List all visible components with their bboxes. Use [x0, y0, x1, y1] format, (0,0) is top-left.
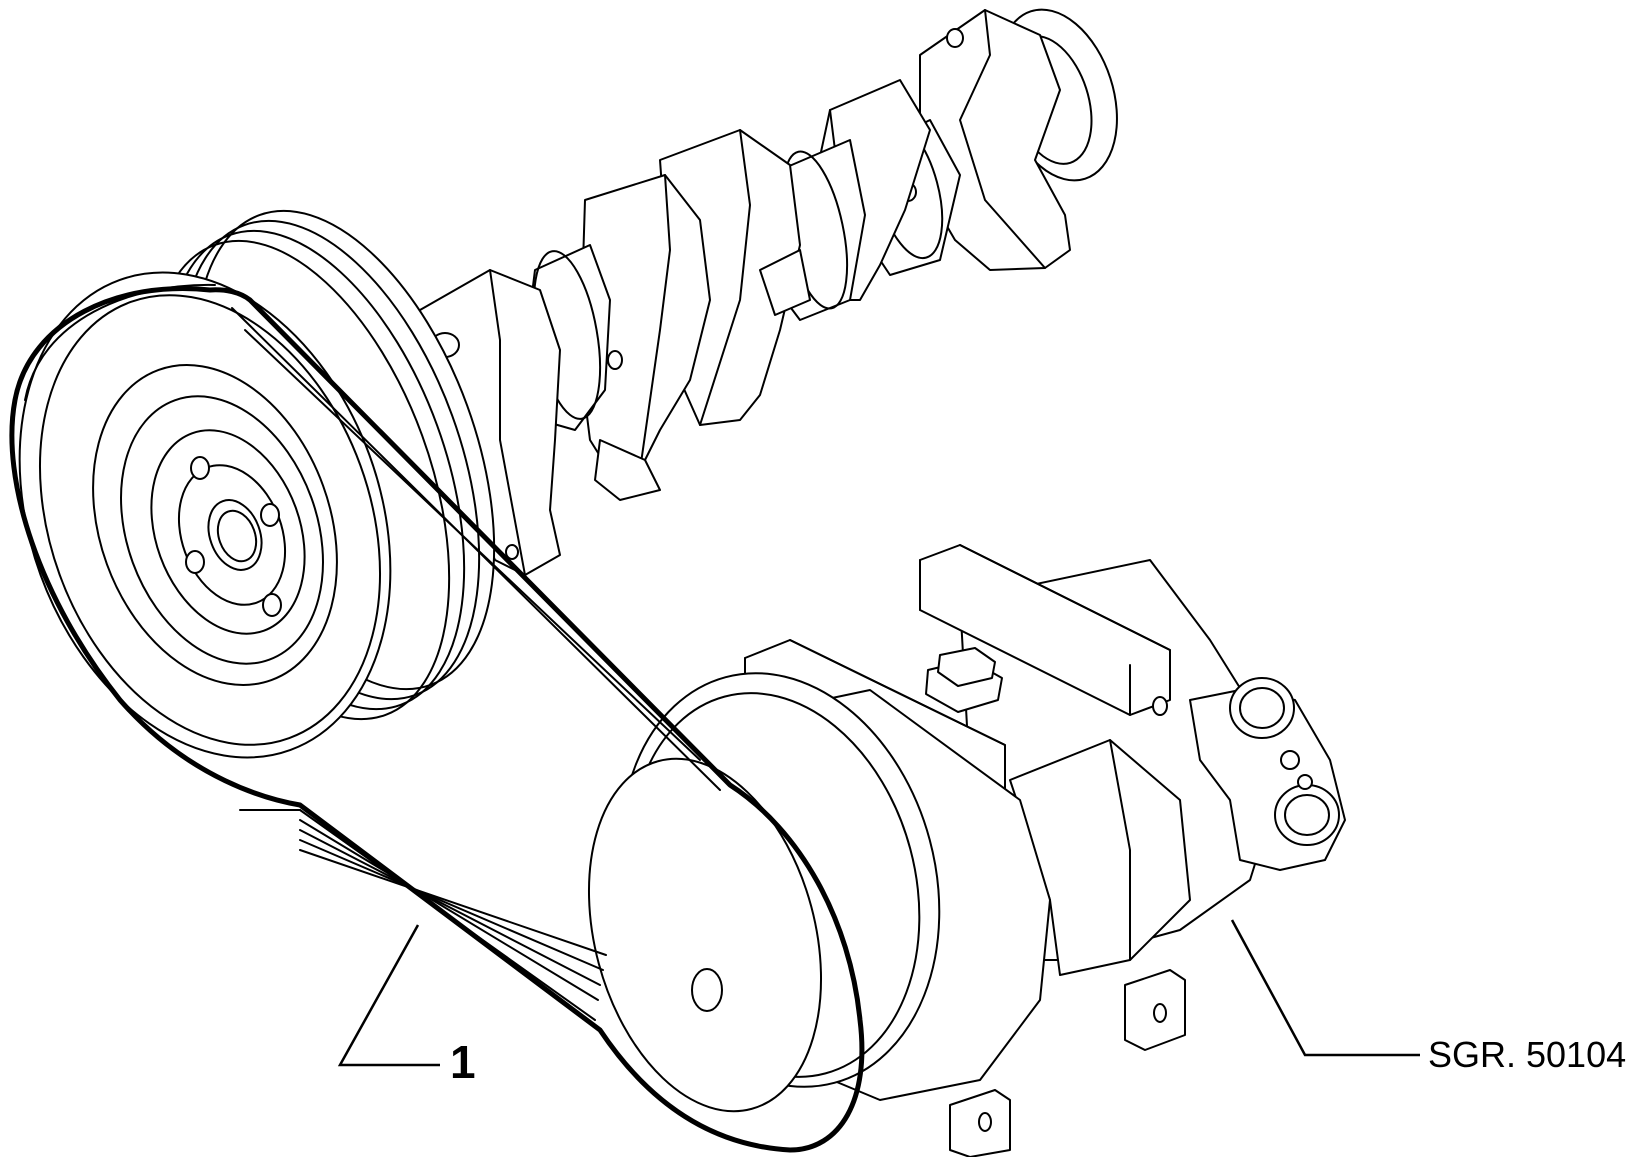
ac-compressor [587, 544, 1346, 1157]
compressor-leader-line [1230, 919, 1420, 1057]
belt-leader-line [337, 924, 440, 1067]
callout-belt: 1 [337, 924, 476, 1088]
compressor-callout-label: SGR. 50104 [1428, 1034, 1626, 1075]
crankshaft-pulley [18, 209, 496, 759]
crankshaft [419, 8, 1118, 576]
callout-compressor: SGR. 50104 [1230, 919, 1626, 1075]
belt-callout-label: 1 [450, 1036, 476, 1088]
poly-v-belt [9, 283, 865, 1153]
